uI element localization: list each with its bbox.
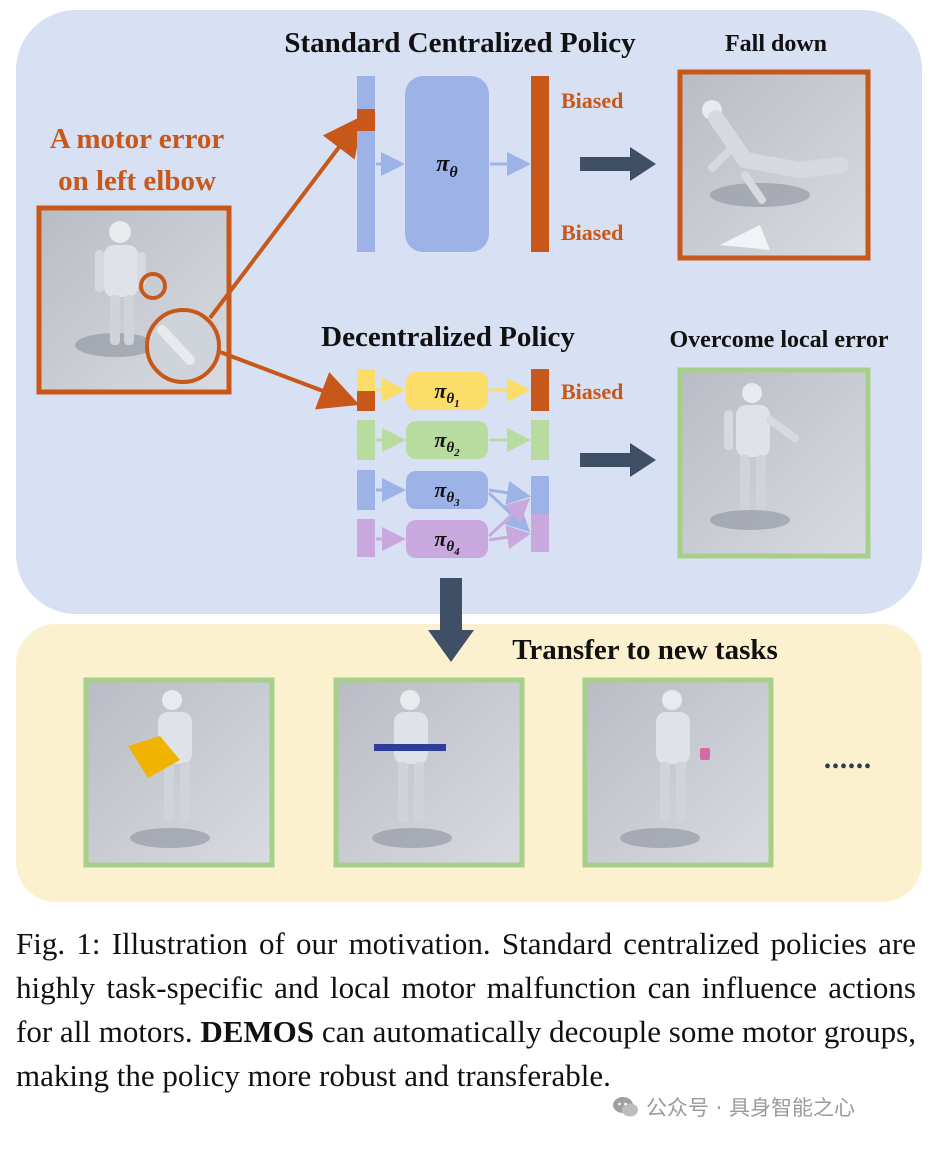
error-arrow-centralized	[208, 115, 363, 320]
wechat-icon	[613, 1097, 638, 1117]
fall-down-label: Fall down	[725, 31, 827, 57]
caption-text-before: Illustration of our motivation. Standard…	[16, 926, 916, 1049]
motor-error-label-2: on left elbow	[58, 165, 216, 197]
biased-label-decentral: Biased	[561, 379, 623, 404]
input-error-segment-1	[357, 391, 375, 411]
centralized-title: Standard Centralized Policy	[284, 27, 636, 59]
policy-box-1	[406, 372, 488, 410]
transfer-arrow	[428, 578, 474, 662]
centralized-result-arrow	[580, 147, 656, 181]
elbow-error-marker	[139, 272, 167, 300]
decentralized-policy-group: πθ1 Biased πθ2 πθ3 πθ4	[357, 369, 623, 558]
figure-caption: Fig. 1: Illustration of our motivation. …	[16, 922, 916, 1098]
output-bar-4	[531, 514, 549, 552]
biased-label-top: Biased	[561, 88, 623, 113]
biased-label-bottom: Biased	[561, 220, 623, 245]
policy-label-1: πθ1	[434, 378, 459, 410]
caption-bold: DEMOS	[200, 1014, 315, 1049]
policy-label-3: πθ3	[434, 477, 460, 509]
bar-object	[374, 744, 446, 751]
figure-diagram: A motor error on left elbow Standard Cen…	[16, 10, 922, 902]
centralized-policy-box	[405, 76, 489, 252]
motor-error-label-1: A motor error	[50, 123, 225, 155]
policy-box-3	[406, 471, 488, 509]
robot-image-carry-cup	[582, 677, 774, 868]
policy-box-2	[406, 421, 488, 459]
ellipsis: ••••••	[824, 756, 872, 778]
robot-image-overcome	[677, 367, 871, 559]
watermark: 公众号 · 具身智能之心	[612, 1092, 855, 1122]
input-bar-3	[357, 470, 375, 510]
robot-image-carry-box	[83, 677, 275, 868]
output-bar-3	[531, 476, 549, 514]
caption-text-after: can automatically decouple some motor gr…	[16, 1014, 917, 1093]
output-bar-1	[531, 369, 549, 411]
robot-image-motor-error	[36, 205, 232, 395]
policy-label-4: πθ4	[434, 526, 460, 558]
robot-image-carry-bar	[333, 677, 525, 868]
decentralized-result-arrow	[580, 443, 656, 477]
overcome-label: Overcome local error	[670, 327, 889, 353]
transfer-title: Transfer to new tasks	[512, 634, 778, 666]
input-bar-4	[357, 519, 375, 557]
policy-box-4	[406, 520, 488, 558]
centralized-error-segment	[357, 109, 375, 131]
robot-image-fall-down	[677, 69, 871, 261]
output-bar-2	[531, 420, 549, 460]
error-arrow-decentralized	[219, 350, 360, 410]
cup-object	[700, 748, 710, 760]
policy-label-2: πθ2	[434, 427, 460, 459]
centralized-policy-label: πθ	[436, 151, 458, 181]
centralized-input-bar	[357, 76, 375, 252]
centralized-output-bar	[531, 76, 549, 252]
watermark-text: 公众号 · 具身智能之心	[646, 1096, 856, 1120]
input-bar-2	[357, 420, 375, 460]
decentralized-title: Decentralized Policy	[321, 321, 575, 353]
box-object	[128, 736, 180, 778]
caption-label: Fig. 1:	[16, 926, 101, 961]
